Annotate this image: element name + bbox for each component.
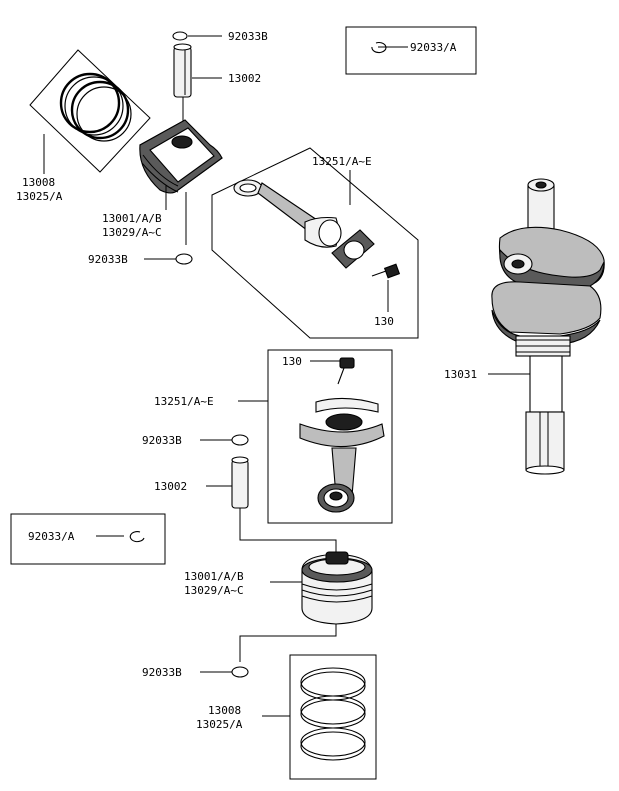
bolt-top[interactable] <box>371 263 401 279</box>
piston-top-part-number: 13001/A/B <box>102 212 162 225</box>
bolt-mid-part-number: 130 <box>282 355 302 368</box>
circlip-bottom-part-number: 92033B <box>142 666 182 679</box>
circlip-box-top-part-number: 92033/A <box>410 41 457 54</box>
piston-pin-lower[interactable] <box>231 456 249 509</box>
circlip-top[interactable] <box>172 31 188 41</box>
piston-rings-bottom[interactable] <box>300 667 366 761</box>
rod-group-mid-frame <box>267 349 393 524</box>
piston-top[interactable] <box>139 119 223 194</box>
connecting-rod-mid[interactable] <box>299 397 385 513</box>
pin-lower-part-number: 13002 <box>154 480 187 493</box>
crankshaft-part-number: 13031 <box>444 368 477 381</box>
circlip-box-top <box>345 26 477 75</box>
circlip-mid[interactable] <box>175 253 193 265</box>
circlip-mid-part-number: 92033B <box>88 253 128 266</box>
bolt-top-part-number: 130 <box>374 315 394 328</box>
piston-lower[interactable] <box>301 551 373 625</box>
bolt-mid[interactable] <box>337 357 355 385</box>
rings-top-part-number: 13008 <box>22 176 55 189</box>
piston-top-part-number-alt: 13029/A~C <box>102 226 162 239</box>
circlip-box-lower-icon[interactable] <box>129 531 145 543</box>
piston-pin-top[interactable] <box>173 43 192 98</box>
circlip-top-part-number: 92033B <box>228 30 268 43</box>
piston-lower-part-number-alt: 13029/A~C <box>184 584 244 597</box>
circlip-lower-part-number: 92033B <box>142 434 182 447</box>
connecting-rod-top[interactable] <box>233 179 375 269</box>
rings-top-part-number-alt: 13025/A <box>16 190 63 203</box>
circlip-box-top-icon[interactable] <box>371 42 387 54</box>
circlip-lower[interactable] <box>231 434 249 446</box>
rings-bottom-part-number: 13008 <box>208 704 241 717</box>
circlip-box-lower-part-number: 92033/A <box>28 530 75 543</box>
rod-mid-part-number: 13251/A~E <box>154 395 214 408</box>
rod-top-part-number: 13251/A~E <box>312 155 372 168</box>
piston-rings-top[interactable] <box>29 49 151 173</box>
circlip-box-lower <box>10 513 166 565</box>
rings-bottom-frame <box>289 654 377 780</box>
rings-bottom-part-number-alt: 13025/A <box>196 718 243 731</box>
circlip-bottom[interactable] <box>231 666 249 678</box>
rod-group-top-frame <box>211 147 419 339</box>
piston-lower-part-number: 13001/A/B <box>184 570 244 583</box>
pin-top-part-number: 13002 <box>228 72 261 85</box>
crankshaft[interactable] <box>491 178 605 475</box>
